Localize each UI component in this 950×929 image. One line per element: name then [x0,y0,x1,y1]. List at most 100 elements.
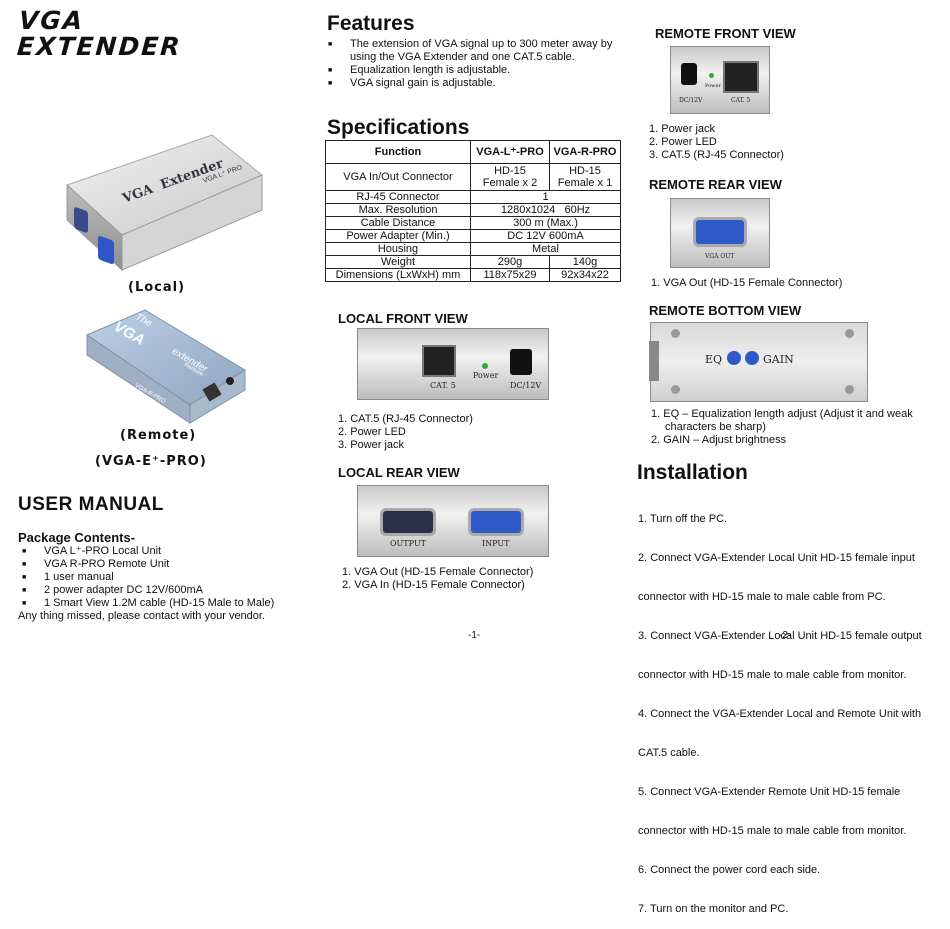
port-label: Power [473,371,499,380]
list-item: 1. CAT.5 (RJ-45 Connector) [338,413,473,425]
power-led-icon [709,73,714,78]
port-label: DC/12V [510,381,542,390]
rj45-port-icon [723,61,759,93]
cell-line: Female x 2 [482,177,538,189]
port-label: CAT. 5 [430,381,456,390]
remote-rear-list: 1. VGA Out (HD-15 Female Connector) [651,277,842,290]
screw-icon [845,385,854,394]
vga-port-side-icon [649,341,659,381]
screw-icon [845,329,854,338]
installation-line: CAT.5 cable. [638,747,700,759]
screw-icon [671,329,680,338]
list-item: 1. VGA Out (HD-15 Female Connector) [342,566,534,578]
power-led-icon [482,363,488,369]
remote-front-photo: DC/12V Power CAT. 5 [670,46,770,114]
remote-caption: (Remote) [120,428,197,443]
remote-rear-title: REMOTE REAR VIEW [649,177,782,192]
power-jack-icon [681,63,697,85]
vga-out-port-icon [380,508,436,536]
local-unit-photo: VGA Extender VGA L⁺ PRO [62,130,267,275]
package-note: Any thing missed, please contact with yo… [18,610,266,622]
table-header-row: Function VGA-L⁺-PRO VGA-R-PRO [325,140,621,164]
port-label: DC/12V [679,97,703,104]
table-row: Power Adapter (Min.)DC 12V 600mA [325,229,621,243]
package-title: Package Contents- [18,530,136,545]
installation-line: 5. Connect VGA-Extender Remote Unit HD-1… [638,786,901,798]
table-cell: Weight [325,255,471,269]
table-cell: Metal [470,242,621,256]
list-item: 3. CAT.5 (RJ-45 Connector) [649,149,784,161]
remote-unit-photo: The VGA extender Remote VGA-R-PRO [85,305,250,425]
table-cell: Dimensions (LxWxH) mm [325,268,471,282]
list-item: 2. GAIN – Adjust brightness [651,434,787,446]
eq-knob-icon [727,351,741,365]
table-cell: Max. Resolution [325,203,471,217]
feature-item: VGA signal gain is adjustable. [328,77,613,90]
list-item: 1. EQ – Equalization length adjust (Adju… [651,408,913,420]
table-cell: VGA In/Out Connector [325,163,471,191]
list-item: 2. Power LED [338,426,406,438]
port-label: VGA OUT [705,253,735,260]
package-item: 1 user manual [22,571,312,584]
table-cell: 1280x1024 60Hz [470,203,621,217]
brand-title: VGA EXTENDER [16,6,184,61]
rj45-port-icon [422,345,456,377]
list-item: 2. VGA In (HD-15 Female Connector) [342,579,525,591]
table-cell: 300 m (Max.) [470,216,621,230]
port-label: CAT. 5 [731,97,751,104]
package-item: 2 power adapter DC 12V/600mA [22,584,312,597]
model-caption: (VGA-E⁺-PRO) [95,454,207,469]
installation-line: 1. Turn off the PC. [638,513,728,525]
gain-knob-icon [745,351,759,365]
package-item: VGA R-PRO Remote Unit [22,558,312,571]
local-caption: (Local) [128,280,186,295]
page-number-2: -2- [779,630,792,641]
table-cell: Cable Distance [325,216,471,230]
list-item: 1. Power jack [649,123,716,135]
local-rear-title: LOCAL REAR VIEW [338,465,460,480]
feature-item: Equalization length is adjustable. [328,64,613,77]
table-cell: 118x75x29 [470,268,550,282]
package-item: 1 Smart View 1.2M cable (HD-15 Male to M… [22,597,312,610]
remote-rear-photo: VGA OUT [670,198,770,268]
feature-item: The extension of VGA signal up to 300 me… [328,38,613,64]
installation-line: connector with HD-15 male to male cable … [638,669,907,681]
installation-line: 6. Connect the power cord each side. [638,864,821,876]
installation-line: 3. Connect VGA-Extender Local Unit HD-15… [638,630,922,642]
installation-line: connector with HD-15 male to male cable … [638,591,886,603]
local-front-photo: CAT. 5 Power DC/12V [357,328,549,400]
installation-line: 7. Turn on the monitor and PC. [638,903,789,915]
table-cell: 140g [549,255,621,269]
port-label: OUTPUT [390,539,426,548]
table-header: VGA-R-PRO [549,140,621,164]
cell-line: HD-15 [494,165,526,177]
cell-line: Female x 1 [557,177,613,189]
local-front-list: 1. CAT.5 (RJ-45 Connector) 2. Power LED … [338,413,473,452]
package-item: VGA L⁺-PRO Local Unit [22,545,312,558]
remote-bottom-photo: EQ GAIN [649,322,868,402]
vga-out-port-icon [693,217,747,247]
installation-line: connector with HD-15 male to male cable … [638,825,907,837]
remote-front-list: 1. Power jack 2. Power LED 3. CAT.5 (RJ-… [649,123,784,162]
vga-in-port-icon [468,508,524,536]
list-item: 3. Power jack [338,439,405,451]
table-cell: 1 [470,190,621,204]
table-cell: RJ-45 Connector [325,190,471,204]
page-number-1: -1- [468,630,481,641]
remote-bottom-list: 1. EQ – Equalization length adjust (Adju… [651,408,913,447]
table-header: VGA-L⁺-PRO [470,140,550,164]
port-label: Power [705,83,721,89]
list-item: characters be sharp) [665,421,766,433]
local-front-title: LOCAL FRONT VIEW [338,311,468,326]
gain-label: GAIN [763,353,794,366]
eq-label: EQ [705,353,723,366]
cell-line: HD-15 [569,165,601,177]
remote-front-title: REMOTE FRONT VIEW [655,26,796,41]
table-cell: Power Adapter (Min.) [325,229,471,243]
